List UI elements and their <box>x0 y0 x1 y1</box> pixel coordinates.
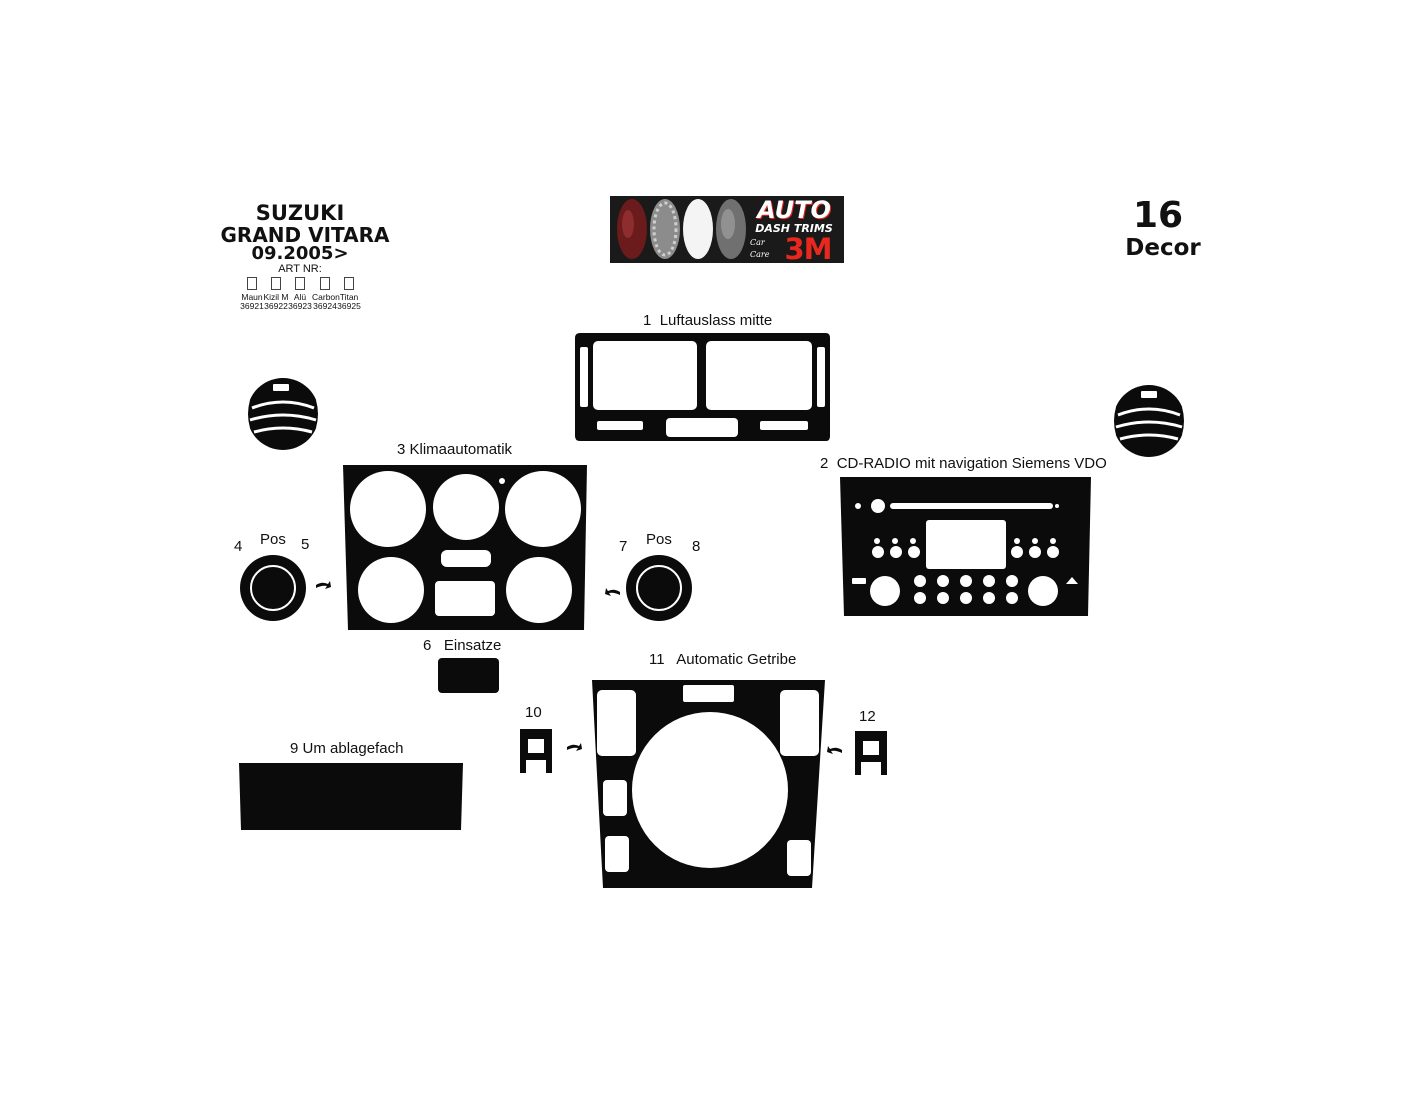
logo-dash-trims: DASH TRIMS <box>755 222 833 235</box>
logo-care: Care <box>750 250 770 259</box>
part-number: 9 <box>290 740 299 757</box>
part-number: 3 <box>397 441 406 458</box>
part-name: Automatic Getribe <box>676 651 797 668</box>
arrow-12-icon <box>827 746 842 754</box>
model-date: 09.2005> <box>251 243 349 264</box>
part-name: Einsatze <box>443 637 502 654</box>
model-title: GRAND VITARA <box>220 223 390 247</box>
article-option-kizil-m[interactable]: Kizil M 36922 <box>263 277 289 311</box>
article-option-carbon[interactable]: Carbon 36924 <box>312 277 340 311</box>
article-name: Titan <box>339 292 359 302</box>
article-code: 36923 <box>288 301 312 311</box>
pos-left-label: Pos <box>260 531 286 548</box>
decor-count: 16 <box>1132 195 1184 236</box>
part-6-insert-trim[interactable] <box>438 658 499 693</box>
part-11-label: 11 Automatic Getribe <box>649 651 796 668</box>
article-checkbox[interactable] <box>344 277 354 290</box>
part-12-small-trim[interactable] <box>855 731 887 775</box>
part-9-storage-tray-trim[interactable] <box>239 763 463 830</box>
decor-label: Decor <box>1125 235 1201 261</box>
article-option-alu[interactable]: Alü 36923 <box>287 277 313 311</box>
article-code: 36925 <box>337 301 361 311</box>
part-7-number: 7 <box>619 538 628 555</box>
article-checkbox[interactable] <box>271 277 281 290</box>
article-checkbox[interactable] <box>320 277 330 290</box>
article-option-titan[interactable]: Titan 36925 <box>336 277 362 311</box>
article-checkbox[interactable] <box>295 277 305 290</box>
article-code: 36921 <box>240 301 264 311</box>
part-name: CD-RADIO mit navigation Siemens VDO <box>836 455 1107 472</box>
right-side-vent-trim[interactable] <box>1112 385 1186 457</box>
article-code: 36922 <box>264 301 288 311</box>
part-name: Luftauslass mitte <box>659 312 773 329</box>
article-name: Alü <box>293 292 307 302</box>
part-11-gearbox-trim[interactable] <box>592 680 825 888</box>
article-name: Carbon <box>312 292 340 302</box>
part-10-small-trim[interactable] <box>520 729 552 773</box>
arrow-10-icon <box>567 743 582 751</box>
part-3-climate-control-trim[interactable] <box>343 465 587 630</box>
part-8-number: 8 <box>692 538 701 555</box>
article-checkbox[interactable] <box>247 277 257 290</box>
logo-swatches-icon <box>617 199 746 259</box>
part-number: 11 <box>649 651 665 668</box>
article-name: Kizil M <box>263 292 289 302</box>
art-nr-label: ART NR: <box>278 263 322 275</box>
part-9-label: 9 Um ablagefach <box>290 740 403 757</box>
part-10-number: 10 <box>525 704 542 721</box>
logo-3m: 3M <box>784 232 832 264</box>
arrow-5-icon <box>316 581 331 589</box>
part-number: 2 <box>820 455 829 472</box>
brand-logo: AUTO DASH TRIMS Car Care 3M <box>610 196 844 263</box>
part-number: 1 <box>643 312 652 329</box>
part-3-label: 3 Klimaautomatik <box>397 441 512 458</box>
logo-car: Car <box>750 238 765 247</box>
pos-right-label: Pos <box>646 531 672 548</box>
part-4-number: 4 <box>234 538 243 555</box>
part-6-label: 6 Einsatze <box>423 637 501 654</box>
left-side-vent-trim[interactable] <box>246 378 320 450</box>
part-number: 6 <box>423 637 432 654</box>
part-7-8-knob-ring[interactable] <box>626 555 692 621</box>
article-option-maun[interactable]: Maun 36921 <box>239 277 265 311</box>
part-1-air-vent-trim[interactable] <box>575 333 830 441</box>
part-1-label: 1 Luftauslass mitte <box>643 312 772 329</box>
article-code: 36924 <box>313 301 337 311</box>
part-2-label: 2 CD-RADIO mit navigation Siemens VDO <box>820 455 1107 472</box>
part-4-5-knob-ring[interactable] <box>240 555 306 621</box>
part-name: Um ablagefach <box>302 740 404 757</box>
arrow-7-icon <box>605 588 620 596</box>
part-2-radio-trim[interactable] <box>840 477 1091 616</box>
brand-title: SUZUKI <box>255 201 345 225</box>
part-12-number: 12 <box>859 708 876 725</box>
part-name: Klimaautomatik <box>409 441 513 458</box>
logo-auto: AUTO <box>757 196 831 224</box>
article-name: Maun <box>241 292 263 302</box>
part-5-number: 5 <box>301 536 310 553</box>
